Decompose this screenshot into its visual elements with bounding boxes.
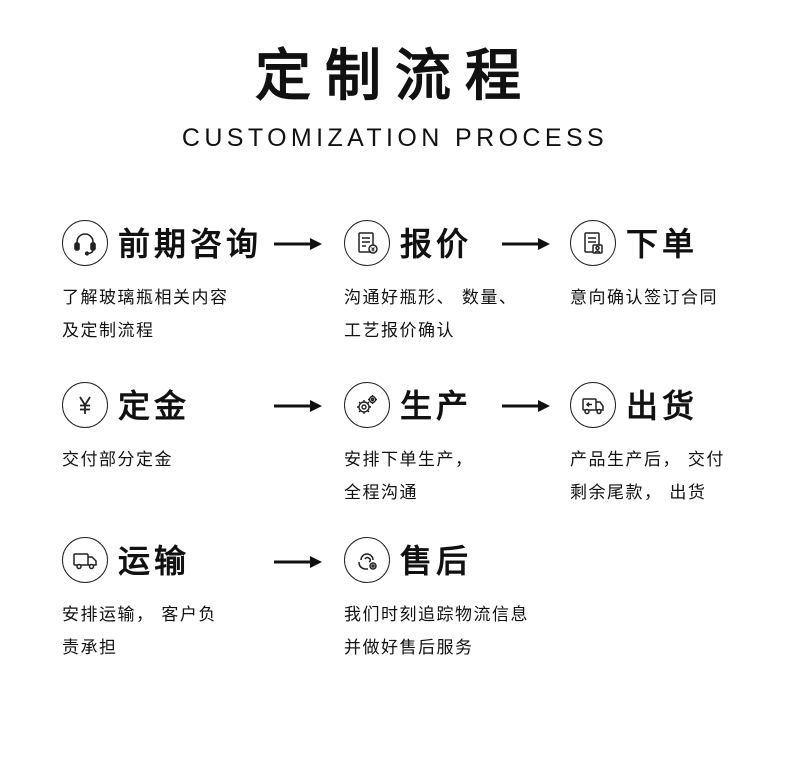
step-production: 生产 安排下单生产， 全程沟通 — [344, 382, 544, 510]
step-quotation: 报价 沟通好瓶形、 数量、 工艺报价确认 — [344, 220, 544, 348]
order-form-icon — [570, 220, 616, 266]
step-label: 生产 — [400, 387, 473, 425]
step-description: 意向确认签订合同 — [570, 288, 718, 308]
support-hand-icon — [344, 537, 390, 583]
delivery-truck-icon — [570, 382, 616, 428]
headset-icon — [62, 220, 108, 266]
arrow-right-icon — [502, 237, 550, 251]
truck-icon — [62, 537, 108, 583]
step-transport: 运输 安排运输， 客户负 责承担 — [62, 537, 262, 665]
step-label: 定金 — [118, 387, 191, 425]
step-after-sales: 售后 我们时刻追踪物流信息 并做好售后服务 — [344, 537, 544, 665]
step-order: 下单 意向确认签订合同 — [570, 220, 770, 315]
step-deposit: 定金 交付部分定金 — [62, 382, 262, 477]
yen-coin-icon — [62, 382, 108, 428]
step-label: 下单 — [626, 225, 699, 263]
page-title: 定制流程 — [255, 44, 535, 109]
step-description: 产品生产后， 交付 剩余尾款， 出货 — [570, 450, 725, 503]
quote-document-icon — [344, 220, 390, 266]
step-label: 前期咨询 — [118, 225, 263, 263]
page-subtitle: CUSTOMIZATION PROCESS — [181, 124, 609, 152]
arrow-right-icon — [274, 399, 322, 413]
step-description: 我们时刻追踪物流信息 并做好售后服务 — [344, 605, 529, 658]
step-label: 运输 — [118, 542, 191, 580]
step-description: 安排运输， 客户负 责承担 — [62, 605, 217, 658]
step-description: 了解玻璃瓶相关内容 及定制流程 — [62, 288, 229, 341]
step-label: 出货 — [626, 387, 699, 425]
step-description: 沟通好瓶形、 数量、 工艺报价确认 — [344, 288, 518, 341]
step-description: 交付部分定金 — [62, 450, 173, 470]
step-label: 报价 — [400, 225, 473, 263]
step-description: 安排下单生产， 全程沟通 — [344, 450, 474, 503]
arrow-right-icon — [502, 399, 550, 413]
step-consultation: 前期咨询 了解玻璃瓶相关内容 及定制流程 — [62, 220, 262, 348]
step-shipment: 出货 产品生产后， 交付 剩余尾款， 出货 — [570, 382, 770, 510]
gears-icon — [344, 382, 390, 428]
arrow-right-icon — [274, 555, 322, 569]
step-label: 售后 — [400, 542, 473, 580]
arrow-right-icon — [274, 237, 322, 251]
